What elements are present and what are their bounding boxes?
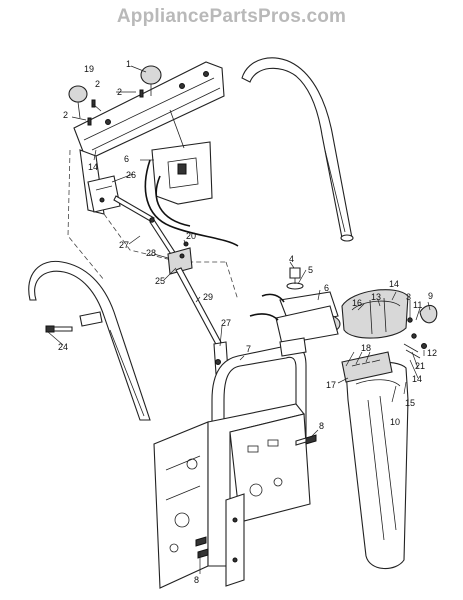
callout-10: 10 xyxy=(390,417,400,427)
right-upper-handle xyxy=(241,57,354,242)
callout-14: 14 xyxy=(88,162,98,172)
callout-17: 17 xyxy=(326,380,336,390)
callout-19: 19 xyxy=(84,64,94,74)
watermark: AppliancePartsPros.com xyxy=(116,6,347,27)
callout-5: 5 xyxy=(308,265,313,275)
callout-4: 4 xyxy=(289,254,294,264)
callout-6: 6 xyxy=(124,154,129,164)
callout-26: 26 xyxy=(126,170,136,180)
bolts-8 xyxy=(195,434,317,559)
left-lower-handle xyxy=(28,260,151,421)
callout-9: 9 xyxy=(428,291,433,301)
callout-14: 14 xyxy=(389,279,399,289)
callout-14: 14 xyxy=(412,374,422,384)
lower-frame-housing xyxy=(153,403,311,589)
callout-12: 12 xyxy=(427,348,437,358)
callout-11: 11 xyxy=(413,300,422,310)
callout-25: 25 xyxy=(155,276,165,286)
callout-labels: 1 19 2 2 2 6 14 26 27 28 20 25 29 27 24 … xyxy=(58,59,437,585)
callout-2: 2 xyxy=(95,79,100,89)
callout-1: 1 xyxy=(126,59,131,69)
callout-8: 8 xyxy=(194,575,199,585)
knob-19 xyxy=(68,85,88,119)
knob-1 xyxy=(140,65,162,96)
callout-13: 13 xyxy=(371,292,381,302)
callout-28: 28 xyxy=(146,248,156,258)
callout-8: 8 xyxy=(319,421,324,431)
callout-20: 20 xyxy=(186,231,196,241)
callout-16: 16 xyxy=(352,298,362,308)
rod-coupler-20-25 xyxy=(167,241,193,275)
chute-control-assembly xyxy=(144,109,239,247)
discharge-chute-15 xyxy=(341,351,409,570)
callout-2: 2 xyxy=(63,110,68,120)
bolt-24 xyxy=(45,325,73,333)
chute-deflector xyxy=(341,289,409,339)
callout-27: 27 xyxy=(119,240,129,250)
callout-29: 29 xyxy=(203,292,213,302)
callout-2: 2 xyxy=(117,87,122,97)
callout-6: 6 xyxy=(324,283,329,293)
callout-7: 7 xyxy=(246,344,251,354)
callout-27: 27 xyxy=(221,318,231,328)
callout-3: 3 xyxy=(406,292,411,302)
shift-bracket-26 xyxy=(87,175,121,213)
callout-21: 21 xyxy=(415,361,425,371)
screws-2 xyxy=(87,89,144,126)
callout-24: 24 xyxy=(58,342,68,352)
callout-leader-lines xyxy=(47,65,431,574)
callout-15: 15 xyxy=(405,398,415,408)
chute-crank-assembly xyxy=(249,267,341,345)
assembly-guide-lines xyxy=(67,149,239,301)
callout-18: 18 xyxy=(361,343,371,353)
